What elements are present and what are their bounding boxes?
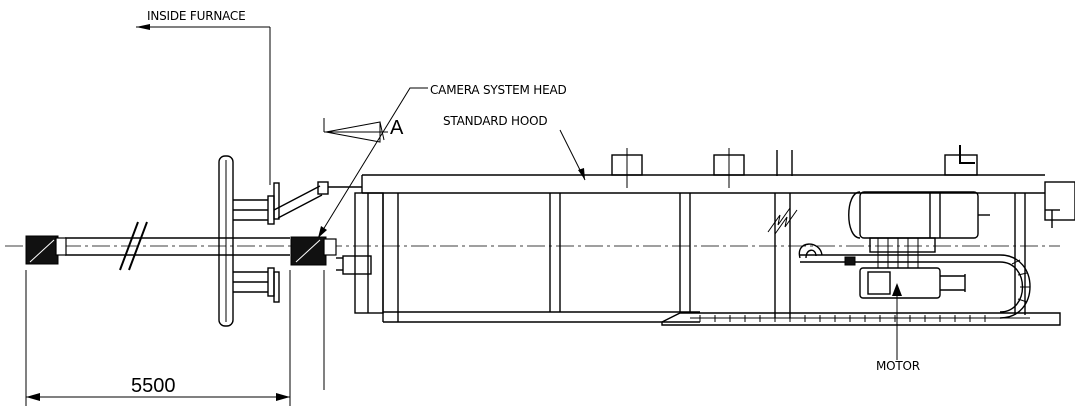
section-a-marker [323, 118, 388, 143]
camera-head-leader [317, 87, 428, 239]
chain-links [699, 259, 1030, 322]
standard-hood-leader [559, 129, 586, 181]
furnace-flange [218, 155, 362, 327]
label-dimension-5500: 5500 [131, 375, 176, 397]
label-camera-system-head: CAMERA SYSTEM HEAD [430, 83, 567, 97]
label-section-marker: A [390, 117, 404, 139]
dimension-5500 [25, 270, 325, 406]
lance-tube [65, 221, 290, 271]
inside-furnace-leader [136, 24, 271, 185]
lance-tip [25, 235, 67, 265]
label-motor: MOTOR [876, 359, 920, 373]
motor [859, 267, 966, 299]
motor-leader [892, 283, 902, 360]
carriage-assembly [848, 191, 990, 268]
camera-head [290, 236, 337, 266]
cable-tray [661, 243, 1061, 326]
standard-hood [336, 145, 1075, 323]
label-standard-hood: STANDARD HOOD [443, 114, 547, 128]
label-inside-furnace: INSIDE FURNACE [147, 9, 245, 23]
